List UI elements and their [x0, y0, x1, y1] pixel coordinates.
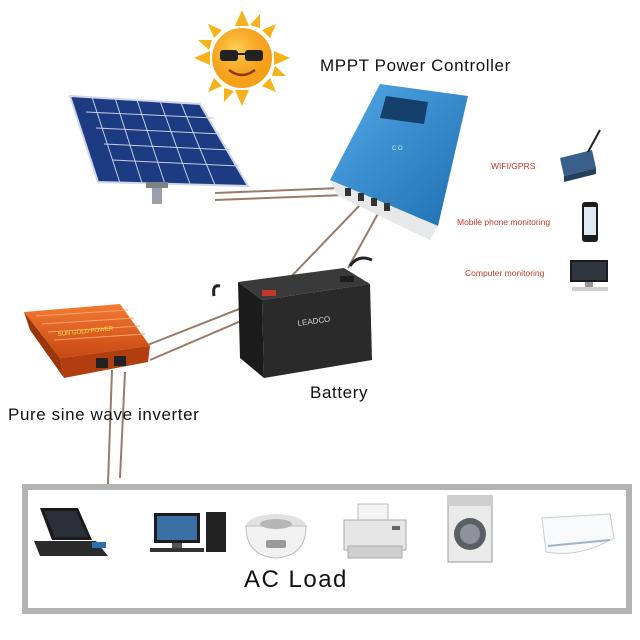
- mobile-monitoring-label: Mobile phone monitoring: [457, 217, 551, 227]
- wire-inverter-load-1: [107, 369, 113, 485]
- controller-panel-text: C O: [392, 146, 403, 152]
- ac-load-label: AC Load: [244, 566, 348, 593]
- inverter-label: Pure sine wave inverter: [8, 405, 200, 424]
- wifi-module-icon: [560, 129, 601, 182]
- mobile-phone-icon: [582, 202, 598, 242]
- battery-label: Battery: [310, 383, 369, 402]
- solar-panel-icon: [68, 94, 250, 204]
- wire-panel-controller-1: [214, 187, 341, 194]
- inverter-brand-text: SUN GOLD POWER: [58, 326, 115, 338]
- computer-monitoring-icon: [570, 260, 608, 291]
- ac-load-frame: [22, 484, 632, 614]
- wire-panel-controller-2: [214, 194, 346, 201]
- controller-label: MPPT Power Controller: [320, 56, 511, 75]
- mppt-controller-icon: C O: [330, 84, 468, 240]
- wifi-gprs-label: WIFI/GPRS: [491, 161, 536, 171]
- computer-monitoring-label: Computer monitoring: [465, 268, 545, 278]
- wire-controller-battery-1: [284, 204, 361, 284]
- battery-icon: LEADCO: [212, 256, 373, 378]
- wire-controller-battery-2: [347, 209, 381, 269]
- inverter-icon: SUN GOLD POWER: [24, 304, 150, 378]
- sun-icon: [194, 10, 290, 106]
- wire-inverter-load-2: [119, 371, 126, 479]
